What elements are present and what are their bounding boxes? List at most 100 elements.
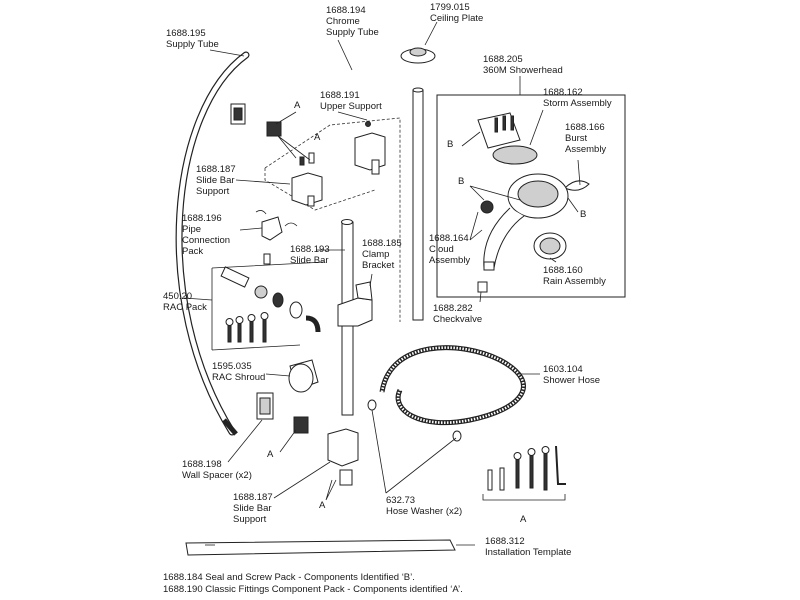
slide-bar-support-top (291, 172, 323, 207)
part-name: Storm Assembly (543, 98, 612, 109)
part-name: RAC Shroud (212, 372, 266, 383)
label-supply-tube: 1688.195 Supply Tube (166, 28, 219, 50)
callout-a: A (520, 514, 527, 525)
part-number: 632.73 (386, 495, 416, 506)
part-name-2: Assembly (429, 255, 471, 266)
chrome-supply-tube (412, 87, 424, 321)
part-number: 1688.195 (166, 28, 206, 39)
label-ceiling-plate: 1799.015 Ceiling Plate (430, 2, 483, 24)
part-number: 1595.035 (212, 361, 252, 372)
part-name: Slide Bar (290, 255, 329, 266)
supply-tube (175, 51, 250, 436)
part-name: Slide Bar (233, 503, 272, 514)
part-name: Ceiling Plate (430, 13, 484, 24)
showerhead-body (480, 173, 569, 271)
part-number: 1799.015 (430, 2, 470, 13)
classic-fittings-screws (482, 445, 566, 501)
label-pipe-connection: 1688.196 Pipe Connection Pack (182, 213, 230, 257)
label-shower-hose: 1603.104 Shower Hose (543, 364, 600, 386)
fitting-pins-top (230, 103, 315, 166)
callout-a: A (267, 449, 274, 460)
label-upper-support: 1688.191 Upper Support (320, 90, 382, 112)
part-name: Clamp (362, 249, 390, 260)
rain-assembly (533, 232, 567, 260)
showerhead-detail-box (436, 94, 626, 298)
callout-b: B (580, 209, 587, 220)
footer-note-seal-screw-pack: 1688.184 Seal and Screw Pack - Component… (163, 572, 415, 583)
part-number: 1688.193 (290, 244, 330, 255)
callout-a: A (314, 132, 321, 143)
part-name: Checkvalve (433, 314, 483, 325)
label-slide-bar-support-bottom: 1688.187 Slide Bar Support (233, 492, 273, 525)
part-number: 1688.282 (433, 303, 473, 314)
callout-a: A (319, 500, 326, 511)
footer-note-classic-fittings-pack: 1688.190 Classic Fittings Component Pack… (163, 584, 463, 595)
label-rain-assembly: 1688.160 Rain Assembly (543, 265, 606, 287)
callout-b: B (458, 176, 465, 187)
part-name-2: Support (196, 186, 230, 197)
part-number: 1688.205 (483, 54, 523, 65)
part-name: Hose Washer (x2) (386, 506, 463, 517)
pipe-connection-pack (255, 210, 298, 265)
part-name: Cloud (429, 244, 454, 255)
part-number: 1688.198 (182, 459, 222, 470)
part-name-2: Connection (182, 235, 231, 246)
rac-pack (211, 261, 326, 351)
part-number: 450.20 (163, 291, 193, 302)
part-name: Rain Assembly (543, 276, 606, 287)
ceiling-plate (400, 47, 436, 64)
part-name: Slide Bar (196, 175, 235, 186)
callout-a: A (294, 100, 301, 111)
part-name-2: Supply Tube (326, 27, 379, 38)
part-number: 1688.166 (565, 122, 605, 133)
label-slide-bar: 1688.193 Slide Bar (290, 244, 330, 266)
slide-bar-support-bottom (293, 416, 359, 486)
part-name: Chrome (326, 16, 360, 27)
burst-assembly (564, 180, 590, 191)
label-installation-template: 1688.312 Installation Template (485, 536, 571, 558)
callout-b: B (447, 139, 454, 150)
label-clamp-bracket: 1688.185 Clamp Bracket (362, 238, 402, 271)
part-number: 1688.162 (543, 87, 583, 98)
part-name: Pipe (182, 224, 202, 235)
part-number: 1688.187 (196, 164, 236, 175)
part-name: Wall Spacer (x2) (182, 470, 252, 481)
label-storm-assembly: 1688.162 Storm Assembly (543, 87, 612, 109)
part-number: 1603.104 (543, 364, 583, 375)
part-name: Installation Template (485, 547, 572, 558)
shower-hose (367, 345, 526, 442)
label-hose-washer: 632.73 Hose Washer (x2) (386, 495, 462, 517)
part-number: 1688.164 (429, 233, 469, 244)
label-rac-pack: 450.20 RAC Pack (163, 291, 207, 313)
label-burst-assembly: 1688.166 Burst Assembly (565, 122, 606, 155)
leader-lines (183, 21, 581, 546)
part-number: 1688.194 (326, 5, 366, 16)
checkvalve (477, 281, 488, 293)
part-name: Supply Tube (166, 39, 219, 50)
upper-support (354, 121, 386, 175)
wall-spacer (256, 392, 274, 420)
part-number: 1688.196 (182, 213, 222, 224)
part-number: 1688.160 (543, 265, 583, 276)
label-wall-spacer: 1688.198 Wall Spacer (x2) (182, 459, 252, 481)
part-name-2: Support (233, 514, 267, 525)
part-number: 1688.185 (362, 238, 402, 249)
installation-template (185, 539, 456, 556)
label-cloud-assembly: 1688.164 Cloud Assembly (429, 233, 470, 266)
part-name-3: Pack (182, 246, 204, 257)
upper-wall-outline (264, 117, 401, 322)
part-number: 1688.187 (233, 492, 273, 503)
part-name-2: Assembly (565, 144, 607, 155)
clamp-bracket (337, 281, 373, 327)
part-name: 360M Showerhead (483, 65, 563, 76)
label-chrome-supply-tube: 1688.194 Chrome Supply Tube (326, 5, 379, 38)
part-name: RAC Pack (163, 302, 207, 313)
rac-shroud (288, 359, 319, 393)
part-number: 1688.191 (320, 90, 360, 101)
label-rac-shroud: 1595.035 RAC Shroud (212, 361, 265, 383)
label-checkvalve: 1688.282 Checkvalve (433, 303, 482, 325)
part-name: Burst (565, 133, 588, 144)
part-number: 1688.312 (485, 536, 525, 547)
part-name: Shower Hose (543, 375, 601, 386)
